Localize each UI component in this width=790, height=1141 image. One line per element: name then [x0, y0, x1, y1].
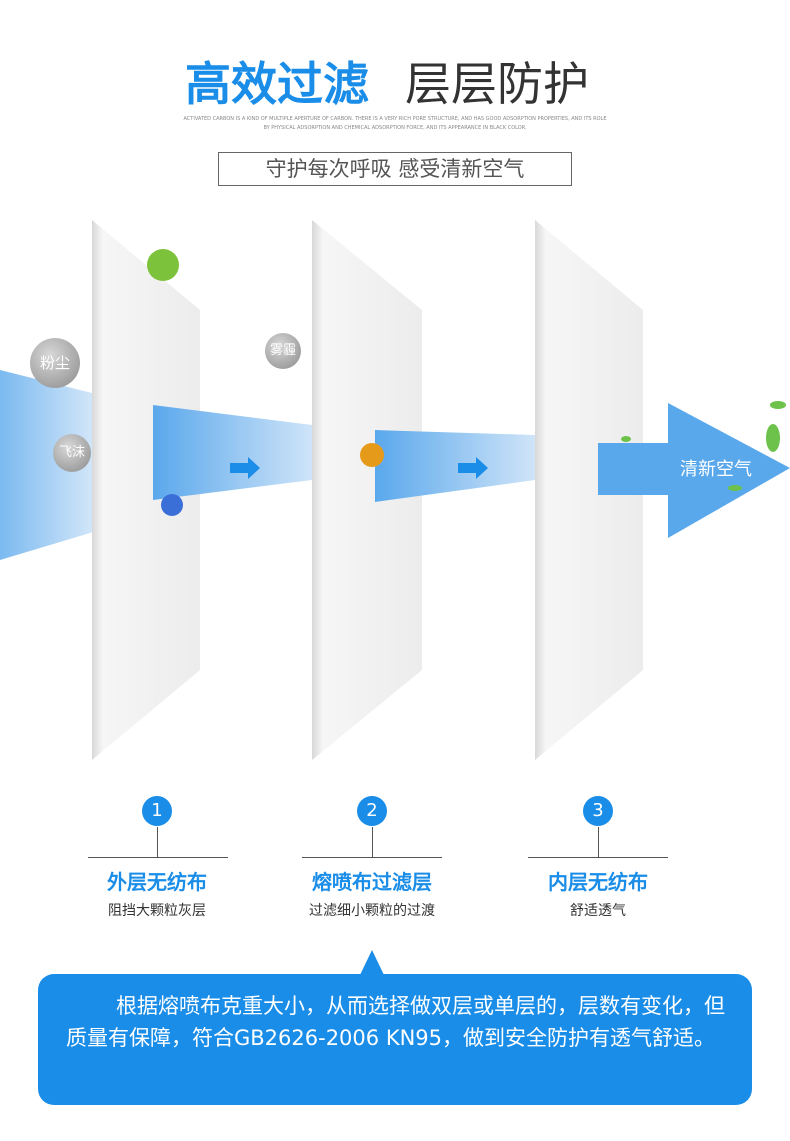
note-text: 根据熔喷布克重大小，从而选择做双层或单层的，层数有变化，但质量有保障，符合GB2… [66, 994, 725, 1050]
english-description: ACTIVATED CARBON IS A KIND OF MULTIPLE A… [183, 116, 607, 131]
layer-desc: 舒适透气 [570, 903, 626, 919]
callout-pointer [360, 950, 384, 975]
layer-desc: 阻挡大颗粒灰层 [108, 903, 206, 919]
panel-2 [312, 220, 422, 760]
note-box [38, 974, 752, 1105]
layer-desc: 过滤细小颗粒的过渡 [309, 903, 435, 919]
divider [157, 827, 158, 857]
panel-3 [535, 220, 643, 760]
divider [88, 857, 228, 858]
divider [598, 827, 599, 857]
divider [372, 827, 373, 857]
title-blue: 高效过滤 [185, 57, 369, 111]
layer-number: 3 [583, 796, 613, 826]
leaf-icon [621, 436, 631, 442]
particle-smog: 雾霾 [265, 333, 301, 369]
arrow-icon [230, 457, 260, 479]
layer-title: 外层无纺布 [107, 870, 207, 894]
air-flow-1 [0, 370, 100, 560]
layer-title: 内层无纺布 [548, 870, 648, 894]
panel-1 [92, 220, 200, 760]
leaf-icon [728, 485, 742, 491]
arrow-icon [458, 457, 488, 479]
germ-icon [360, 443, 384, 467]
layer-number: 1 [142, 796, 172, 826]
air-flow-3 [375, 430, 535, 502]
air-flow-2 [153, 405, 312, 500]
layer-title: 熔喷布过滤层 [312, 870, 432, 894]
germ-icon [161, 494, 183, 516]
divider [302, 857, 442, 858]
divider [528, 857, 668, 858]
particle-droplet: 飞沫 [53, 434, 91, 472]
filter-layers-illustration [0, 220, 790, 760]
title-gray: 层层防护 [405, 57, 589, 111]
fresh-air-label: 清新空气 [680, 459, 752, 480]
particle-dust: 粉尘 [30, 338, 80, 388]
fresh-air-arrow [598, 403, 790, 538]
leaf-icon [770, 401, 786, 409]
subtitle: 守护每次呼吸 感受清新空气 [218, 152, 572, 186]
germ-icon [147, 249, 179, 281]
leaf-icon [766, 424, 780, 452]
layer-number: 2 [357, 796, 387, 826]
